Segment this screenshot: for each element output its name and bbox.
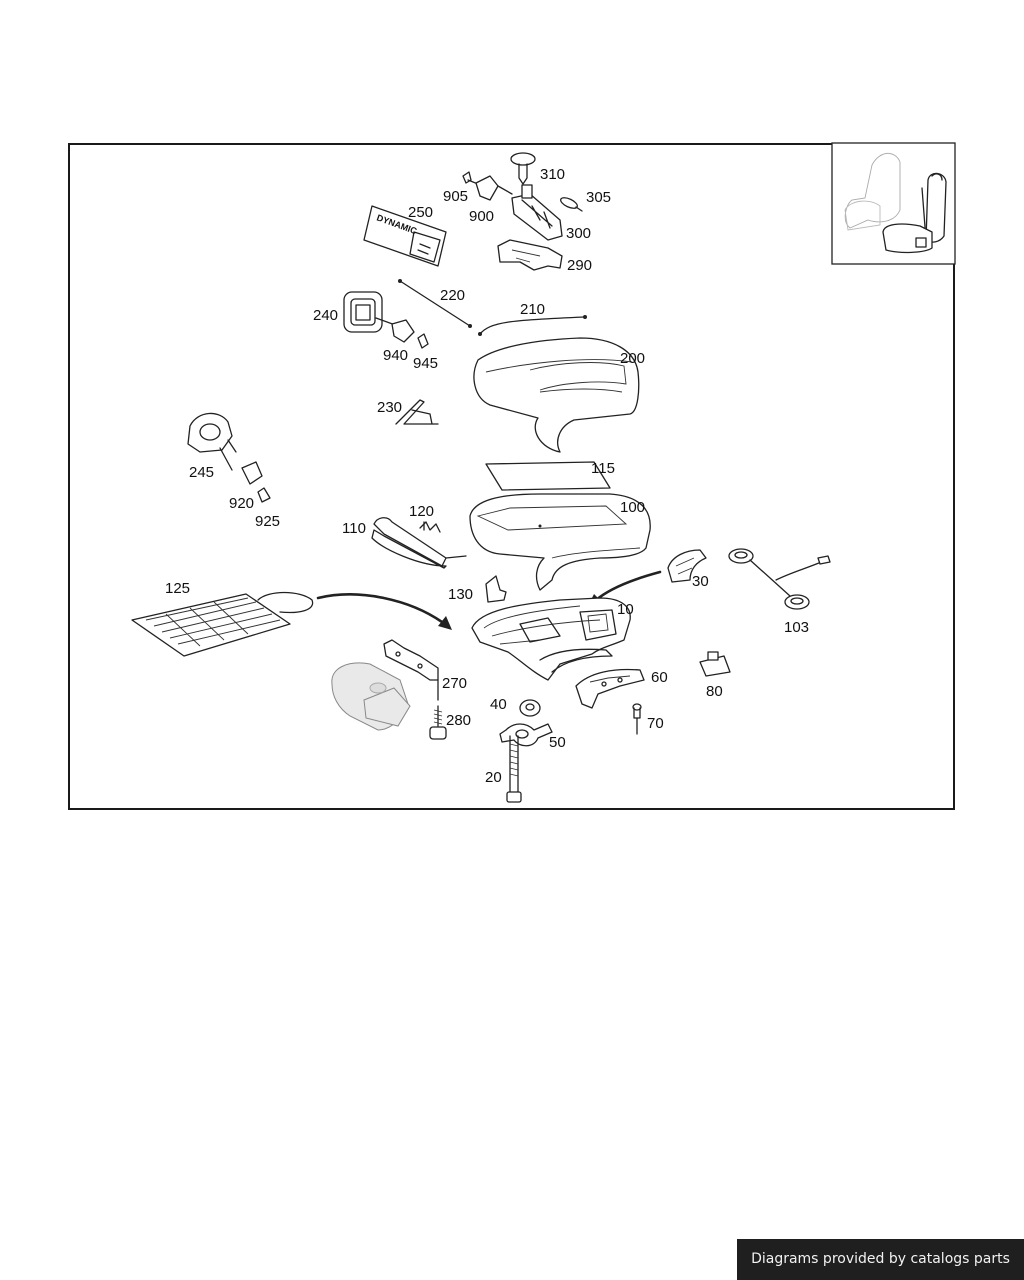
label-220: 220 bbox=[440, 287, 465, 304]
part-250-switch-plate: DYNAMIC bbox=[363, 205, 447, 267]
label-280: 280 bbox=[446, 712, 471, 729]
part-115-pad bbox=[485, 461, 611, 491]
label-70: 70 bbox=[647, 715, 664, 732]
part-210-rod bbox=[478, 315, 587, 336]
label-270: 270 bbox=[442, 675, 467, 692]
part-270-bracket bbox=[383, 639, 439, 701]
part-60-lever bbox=[575, 668, 645, 709]
label-300: 300 bbox=[566, 225, 591, 242]
label-40: 40 bbox=[490, 696, 507, 713]
label-10: 10 bbox=[617, 601, 634, 618]
label-925: 925 bbox=[255, 513, 280, 530]
part-130-bracket bbox=[485, 575, 507, 603]
part-103-sensor-harness bbox=[728, 548, 831, 610]
label-50: 50 bbox=[549, 734, 566, 751]
part-945-clip bbox=[417, 333, 429, 349]
part-200-seat-cover bbox=[473, 337, 640, 453]
part-305-bulb bbox=[560, 197, 583, 212]
label-30: 30 bbox=[692, 573, 709, 590]
label-103: 103 bbox=[784, 619, 809, 636]
label-230: 230 bbox=[377, 399, 402, 416]
part-10-seat-frame bbox=[471, 597, 631, 681]
part-300-switch bbox=[511, 184, 563, 241]
label-60: 60 bbox=[651, 669, 668, 686]
label-200: 200 bbox=[620, 350, 645, 367]
part-245-switch bbox=[187, 412, 237, 471]
part-940-connector bbox=[391, 319, 415, 343]
footer-credit-badge: Diagrams provided by catalogs parts bbox=[737, 1239, 1024, 1280]
part-50-clamp bbox=[499, 723, 553, 747]
label-20: 20 bbox=[485, 769, 502, 786]
part-290-bracket bbox=[497, 239, 563, 271]
label-130: 130 bbox=[448, 586, 473, 603]
part-310-push-pin bbox=[510, 152, 536, 185]
part-20-bolt bbox=[506, 735, 522, 803]
label-240: 240 bbox=[313, 307, 338, 324]
label-115: 115 bbox=[591, 460, 615, 477]
label-125: 125 bbox=[165, 580, 190, 597]
label-110: 110 bbox=[342, 520, 366, 537]
label-305: 305 bbox=[586, 189, 611, 206]
part-70-pin bbox=[632, 703, 642, 735]
label-120: 120 bbox=[409, 503, 434, 520]
part-110-trim bbox=[371, 517, 467, 569]
label-940: 940 bbox=[383, 347, 408, 364]
part-230-hook bbox=[395, 399, 439, 425]
label-80: 80 bbox=[706, 683, 723, 700]
part-30-cover bbox=[667, 549, 707, 583]
part-number-labels: 310 905 305 900 250 300 290 220 210 240 … bbox=[165, 166, 809, 786]
label-920: 920 bbox=[229, 495, 254, 512]
part-280-screw bbox=[429, 705, 447, 740]
part-900-connector bbox=[475, 175, 513, 201]
part-925-clip bbox=[257, 487, 271, 503]
part-40-nut bbox=[519, 699, 541, 717]
label-100: 100 bbox=[620, 499, 645, 516]
assembly-arrow-heater bbox=[316, 593, 452, 630]
adjustment-motor bbox=[331, 662, 411, 731]
part-125-heater-mat bbox=[131, 591, 314, 657]
label-900: 900 bbox=[469, 208, 494, 225]
label-250: 250 bbox=[408, 204, 433, 221]
label-945: 945 bbox=[413, 355, 438, 372]
part-220-rod bbox=[398, 279, 472, 328]
part-120-clip bbox=[419, 521, 441, 533]
label-290: 290 bbox=[567, 257, 592, 274]
part-905-clip bbox=[462, 171, 479, 185]
label-245: 245 bbox=[189, 464, 214, 481]
part-240-switch bbox=[343, 291, 399, 333]
label-905: 905 bbox=[443, 188, 468, 205]
part-920-connector bbox=[241, 461, 263, 485]
part-80-block bbox=[699, 651, 731, 677]
label-310: 310 bbox=[540, 166, 565, 183]
part-100-seat-cushion bbox=[469, 493, 651, 591]
seat-thumbnail-inset bbox=[831, 142, 956, 265]
label-210: 210 bbox=[520, 301, 545, 318]
